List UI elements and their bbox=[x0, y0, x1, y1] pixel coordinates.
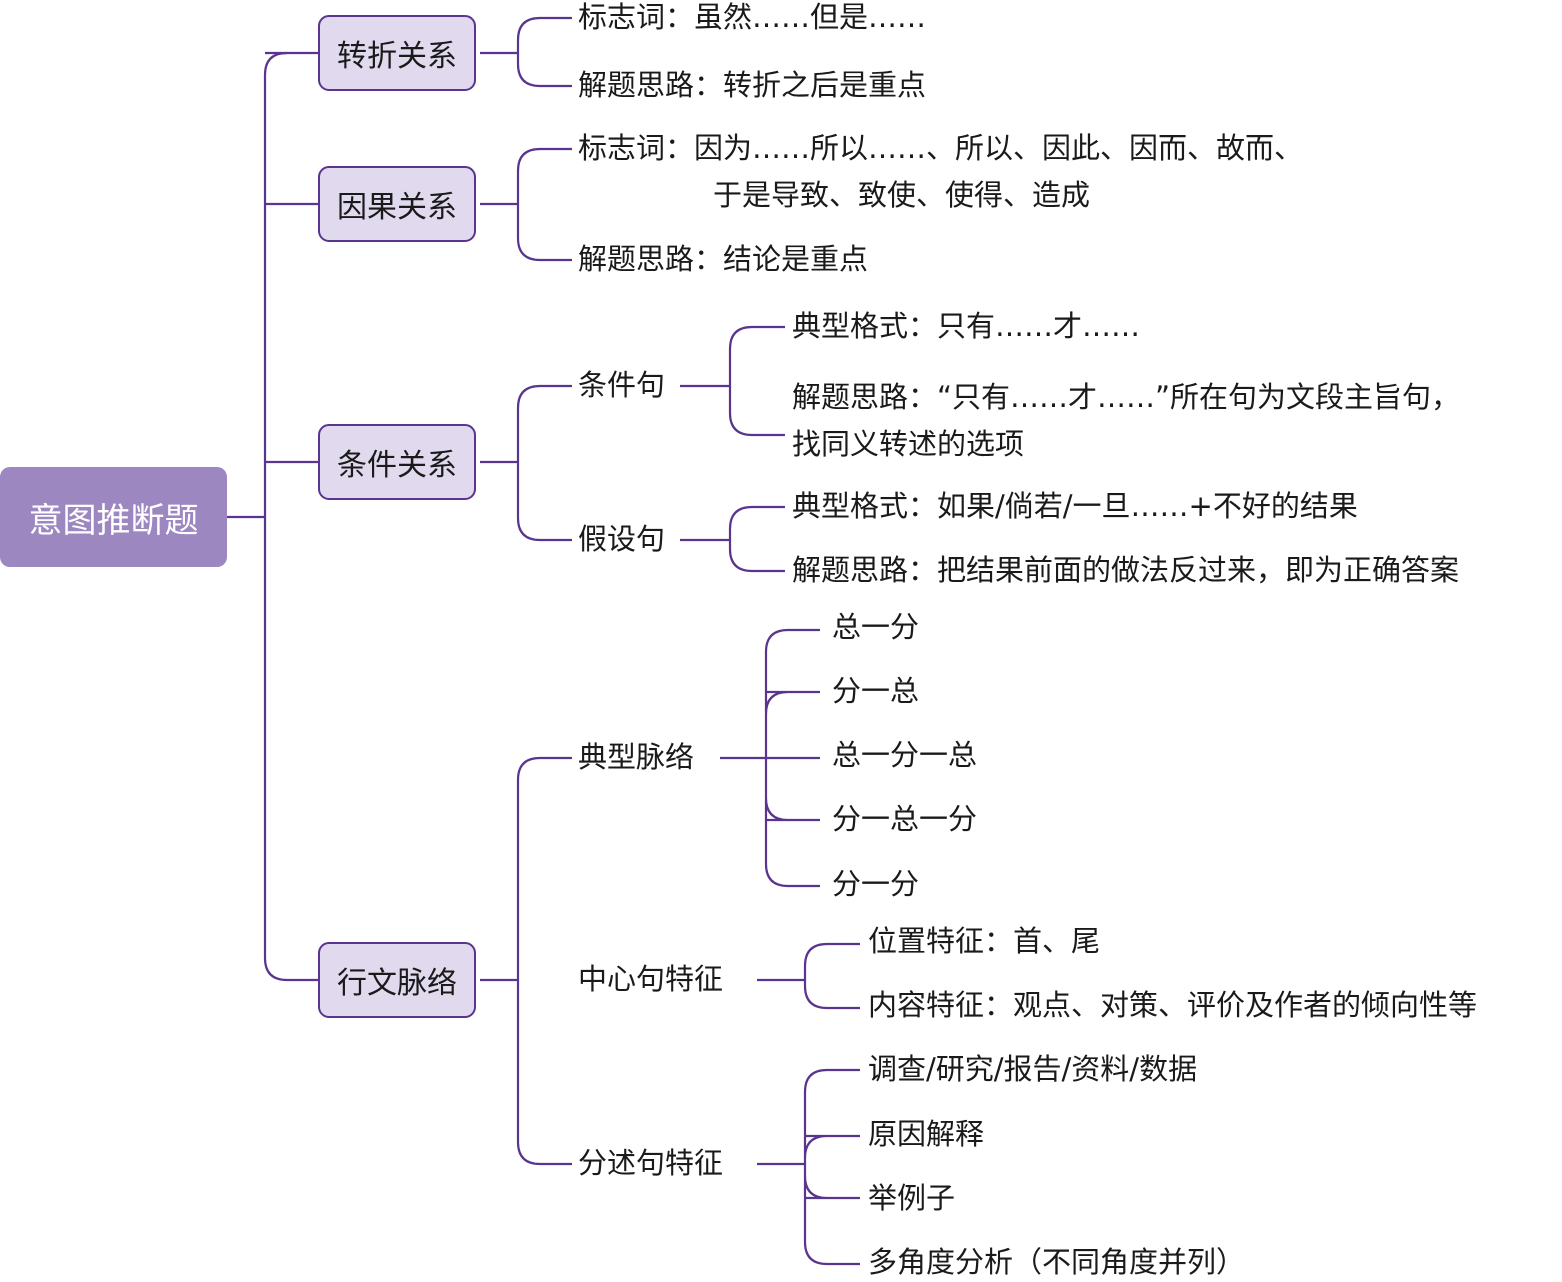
leaf-node: 总一分 bbox=[832, 610, 920, 644]
leaf-node: 调查/研究/报告/资料/数据 bbox=[868, 1052, 1198, 1086]
leaf-node-continuation: 于是导致、致使、使得、造成 bbox=[713, 178, 1091, 212]
leaf-node-continuation: 找同义转述的选项 bbox=[792, 427, 1025, 461]
root-label: 意图推断题 bbox=[28, 500, 199, 541]
branch-label: 条件关系 bbox=[337, 448, 457, 483]
connector-b3-1 bbox=[680, 325, 785, 437]
sub-node-tiaojianju: 条件句 bbox=[578, 368, 666, 402]
leaf-node: 内容特征：观点、对策、评价及作者的倾向性等 bbox=[868, 988, 1478, 1022]
branch-node-zhuanzhe[interactable]: 转折关系 bbox=[318, 15, 476, 91]
branch-label: 转折关系 bbox=[337, 39, 457, 74]
leaf-node: 位置特征：首、尾 bbox=[868, 924, 1101, 958]
leaf-node: 解题思路：“只有……才……”所在句为文段主旨句， bbox=[792, 380, 1461, 414]
sub-node-jiasheju: 假设句 bbox=[578, 522, 666, 556]
leaf-node: 举例子 bbox=[868, 1181, 956, 1215]
leaf-node: 解题思路：把结果前面的做法反过来，即为正确答案 bbox=[792, 553, 1460, 587]
leaf-node: 分一分 bbox=[832, 867, 920, 901]
leaf-node: 总一分一总 bbox=[832, 738, 978, 772]
branch-node-yinguo[interactable]: 因果关系 bbox=[318, 166, 476, 242]
connector-b4-1 bbox=[720, 628, 820, 888]
connector-b1 bbox=[480, 16, 572, 88]
connector-b2 bbox=[480, 147, 572, 262]
connector-b4-3 bbox=[757, 1068, 860, 1266]
sub-node-zhongxinju: 中心句特征 bbox=[578, 962, 724, 996]
leaf-node: 解题思路：结论是重点 bbox=[578, 242, 869, 276]
connector-b4 bbox=[480, 756, 572, 1166]
leaf-node: 多角度分析（不同角度并列） bbox=[868, 1245, 1246, 1279]
connector-b3-2 bbox=[680, 505, 785, 573]
branch-label: 因果关系 bbox=[337, 190, 457, 225]
connector-b4-2 bbox=[757, 942, 860, 1010]
branch-label: 行文脉络 bbox=[337, 966, 457, 1001]
leaf-node: 分一总 bbox=[832, 674, 920, 708]
branch-node-tiaojian[interactable]: 条件关系 bbox=[318, 424, 476, 500]
connector-b3 bbox=[480, 384, 572, 542]
branch-node-xingwen[interactable]: 行文脉络 bbox=[318, 942, 476, 1018]
leaf-node: 标志词：虽然……但是…… bbox=[578, 0, 927, 34]
connector-spine bbox=[263, 51, 318, 982]
leaf-node: 分一总一分 bbox=[832, 802, 978, 836]
leaf-node: 典型格式：如果/倘若/一旦……+不好的结果 bbox=[792, 489, 1358, 523]
leaf-node: 解题思路：转折之后是重点 bbox=[578, 68, 927, 102]
leaf-node: 标志词：因为……所以……、所以、因此、因而、故而、 bbox=[578, 131, 1304, 165]
sub-node-fenshuju: 分述句特征 bbox=[578, 1146, 724, 1180]
sub-node-dianxing-mailuo: 典型脉络 bbox=[578, 740, 695, 774]
root-node[interactable]: 意图推断题 bbox=[0, 467, 227, 567]
leaf-node: 典型格式：只有……才…… bbox=[792, 309, 1141, 343]
leaf-node: 原因解释 bbox=[868, 1117, 985, 1151]
